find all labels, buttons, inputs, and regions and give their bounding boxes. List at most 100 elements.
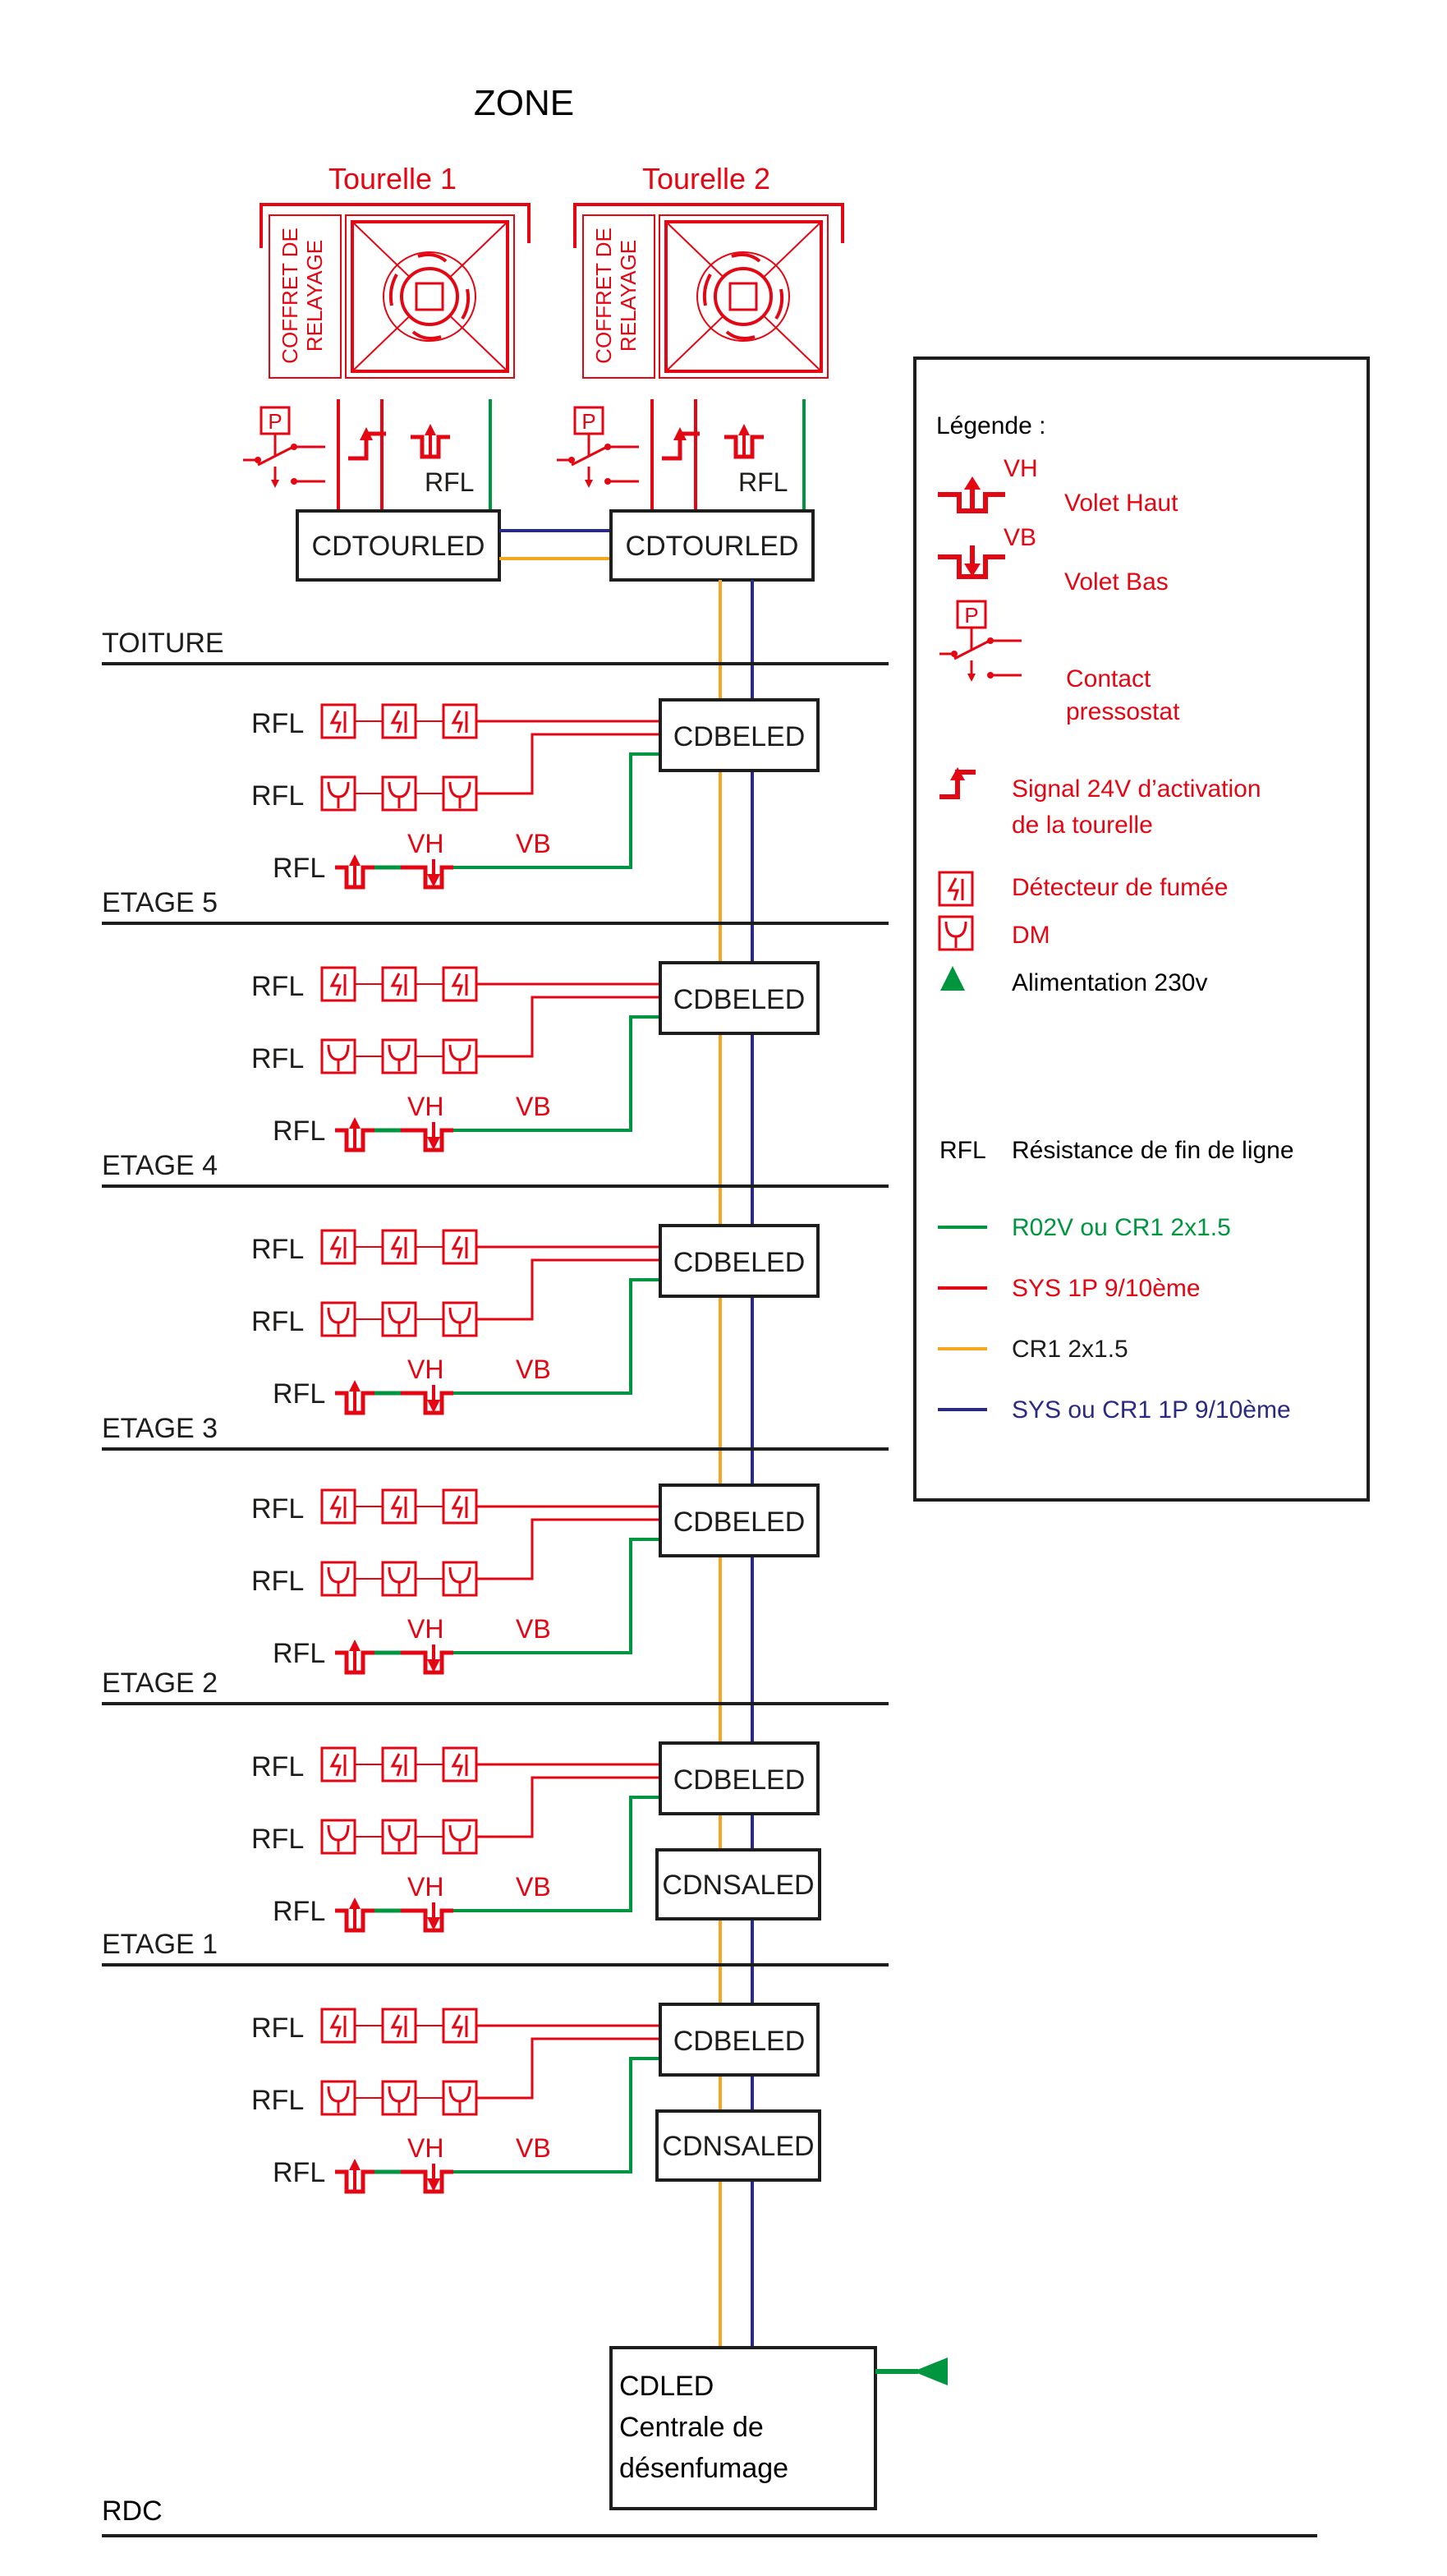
cdbeled-box[interactable] (659, 961, 820, 1035)
volet-bas-icon[interactable] (414, 2164, 453, 2194)
legend-item-orange-cable: CR1 2x1.5 (938, 1336, 1128, 1363)
smoke-detector-icon[interactable] (442, 703, 478, 739)
smoke-detector-icon[interactable] (442, 1746, 478, 1782)
zone-title: ZONE (474, 83, 574, 123)
smoke-detector-icon[interactable] (320, 966, 356, 1002)
cdbeled-box[interactable] (659, 1741, 820, 1815)
central-box[interactable] (609, 2346, 877, 2510)
smoke-detector-glyph[interactable] (938, 871, 974, 907)
dm-icon (938, 915, 974, 951)
volet-bas-icon[interactable] (414, 1644, 453, 1675)
vh-label: VH (407, 1872, 443, 1902)
rfl-label: RFL (251, 1566, 304, 1597)
dm-icon[interactable] (320, 1038, 356, 1074)
smoke-detector-icon[interactable] (320, 1746, 356, 1782)
dm-loop-cable (476, 996, 660, 1058)
volet-bas-icon[interactable] (414, 1385, 453, 1415)
volet-bas-icon[interactable] (414, 1122, 453, 1152)
legend-label-volet-bas: Volet Bas (1064, 568, 1169, 596)
signal-24v-icon (662, 427, 700, 461)
cdtourled-box[interactable] (609, 509, 815, 582)
legend-item-red-cable: SYS 1P 9/10ème (938, 1275, 1201, 1302)
volet-haut-icon[interactable] (335, 854, 374, 890)
rfl-label: RFL (273, 1116, 325, 1147)
legend-item-volet-bas: VB Volet Bas (938, 524, 1169, 596)
cdbeled-box[interactable] (659, 2003, 820, 2077)
smoke-detector-icon[interactable] (442, 1488, 478, 1525)
volet-haut-icon[interactable] (335, 1640, 374, 1675)
dm-icon[interactable] (442, 1301, 478, 1337)
dm-loop-cable (476, 1518, 660, 1580)
smoke-detector-icon[interactable] (320, 703, 356, 739)
rfl-label: RFL (425, 467, 474, 497)
volet-cable (453, 752, 660, 869)
dm-icon[interactable] (442, 2080, 478, 2116)
smoke-detector-icon[interactable] (381, 1488, 417, 1525)
dm-icon[interactable] (381, 2080, 417, 2116)
volet-cable (453, 1278, 660, 1395)
smoke-detector-icon[interactable] (320, 1229, 356, 1265)
cdtourled-box[interactable] (296, 509, 501, 582)
dm-icon[interactable] (381, 1038, 417, 1074)
legend-code-vh: VH (1004, 455, 1038, 482)
vb-label: VB (516, 2133, 551, 2163)
smoke-detector-icon[interactable] (442, 966, 478, 1002)
volet-bas-icon[interactable] (414, 1902, 453, 1933)
dm-icon[interactable] (381, 1819, 417, 1855)
dm-icon[interactable] (442, 775, 478, 812)
volet-haut-icon[interactable] (724, 424, 764, 459)
smoke-detector-icon[interactable] (381, 1746, 417, 1782)
smoke-detector-icon[interactable] (381, 1229, 417, 1265)
cdbeled-box[interactable] (659, 698, 820, 772)
dm-glyph[interactable] (938, 915, 974, 951)
dm-icon[interactable] (320, 2080, 356, 2116)
rfl-label: RFL (251, 1751, 304, 1782)
cdnsaled-box[interactable] (655, 2109, 821, 2182)
dm-icon[interactable] (320, 1819, 356, 1855)
legend-label-volet-haut: Volet Haut (1064, 490, 1178, 517)
cdnsaled-box[interactable] (655, 1848, 821, 1920)
cdbeled-box[interactable] (659, 1484, 820, 1557)
volet-bas-icon[interactable] (414, 859, 453, 890)
legend: Légende : VH Volet Haut VB Volet Bas P (913, 356, 1370, 1502)
relay-box-label-2: RELAYAGE (616, 240, 641, 352)
smoke-detector-icon[interactable] (381, 703, 417, 739)
rfl-label: RFL (251, 2085, 304, 2116)
volet-haut-icon[interactable] (335, 1117, 374, 1152)
rfl-label: RFL (251, 1234, 304, 1265)
relay-box[interactable] (582, 214, 655, 379)
legend-label-signal-1: Signal 24V d’activation (1012, 775, 1261, 803)
dm-icon[interactable] (381, 1561, 417, 1597)
cdbeled-box[interactable] (659, 1224, 820, 1298)
dm-icon[interactable] (442, 1819, 478, 1855)
cdbeled-label: CDBELED (673, 984, 806, 1015)
volet-haut-icon[interactable] (335, 1898, 374, 1933)
smoke-detector-icon[interactable] (442, 2008, 478, 2044)
pressostat-icon: P (557, 406, 639, 488)
central-unit[interactable]: CDLED Centrale de désenfumage (609, 2346, 948, 2510)
dm-icon[interactable] (442, 1561, 478, 1597)
volet-haut-icon[interactable] (335, 2159, 374, 2194)
relay-box[interactable] (269, 214, 342, 379)
smoke-detector-icon[interactable] (320, 2008, 356, 2044)
dm-icon[interactable] (442, 1038, 478, 1074)
power-triangle-icon (940, 966, 965, 991)
dm-icon[interactable] (320, 1561, 356, 1597)
legend-label-dm: DM (1012, 922, 1050, 949)
legend-label-signal-2: de la tourelle (1012, 812, 1153, 839)
smoke-detector-icon[interactable] (320, 1488, 356, 1525)
smoke-detector-icon[interactable] (381, 966, 417, 1002)
volet-haut-icon[interactable] (335, 1380, 374, 1415)
volet-haut-icon[interactable] (411, 424, 450, 459)
rfl-label: RFL (251, 1493, 304, 1525)
floor-label-2: ETAGE 4 (102, 1150, 218, 1181)
smoke-detector-icon[interactable] (442, 1229, 478, 1265)
smoke-detector-icon[interactable] (381, 2008, 417, 2044)
dm-icon[interactable] (381, 1301, 417, 1337)
dm-icon[interactable] (381, 775, 417, 812)
dm-icon[interactable] (320, 775, 356, 812)
dm-icon[interactable] (320, 1301, 356, 1337)
rfl-label: RFL (251, 1824, 304, 1855)
